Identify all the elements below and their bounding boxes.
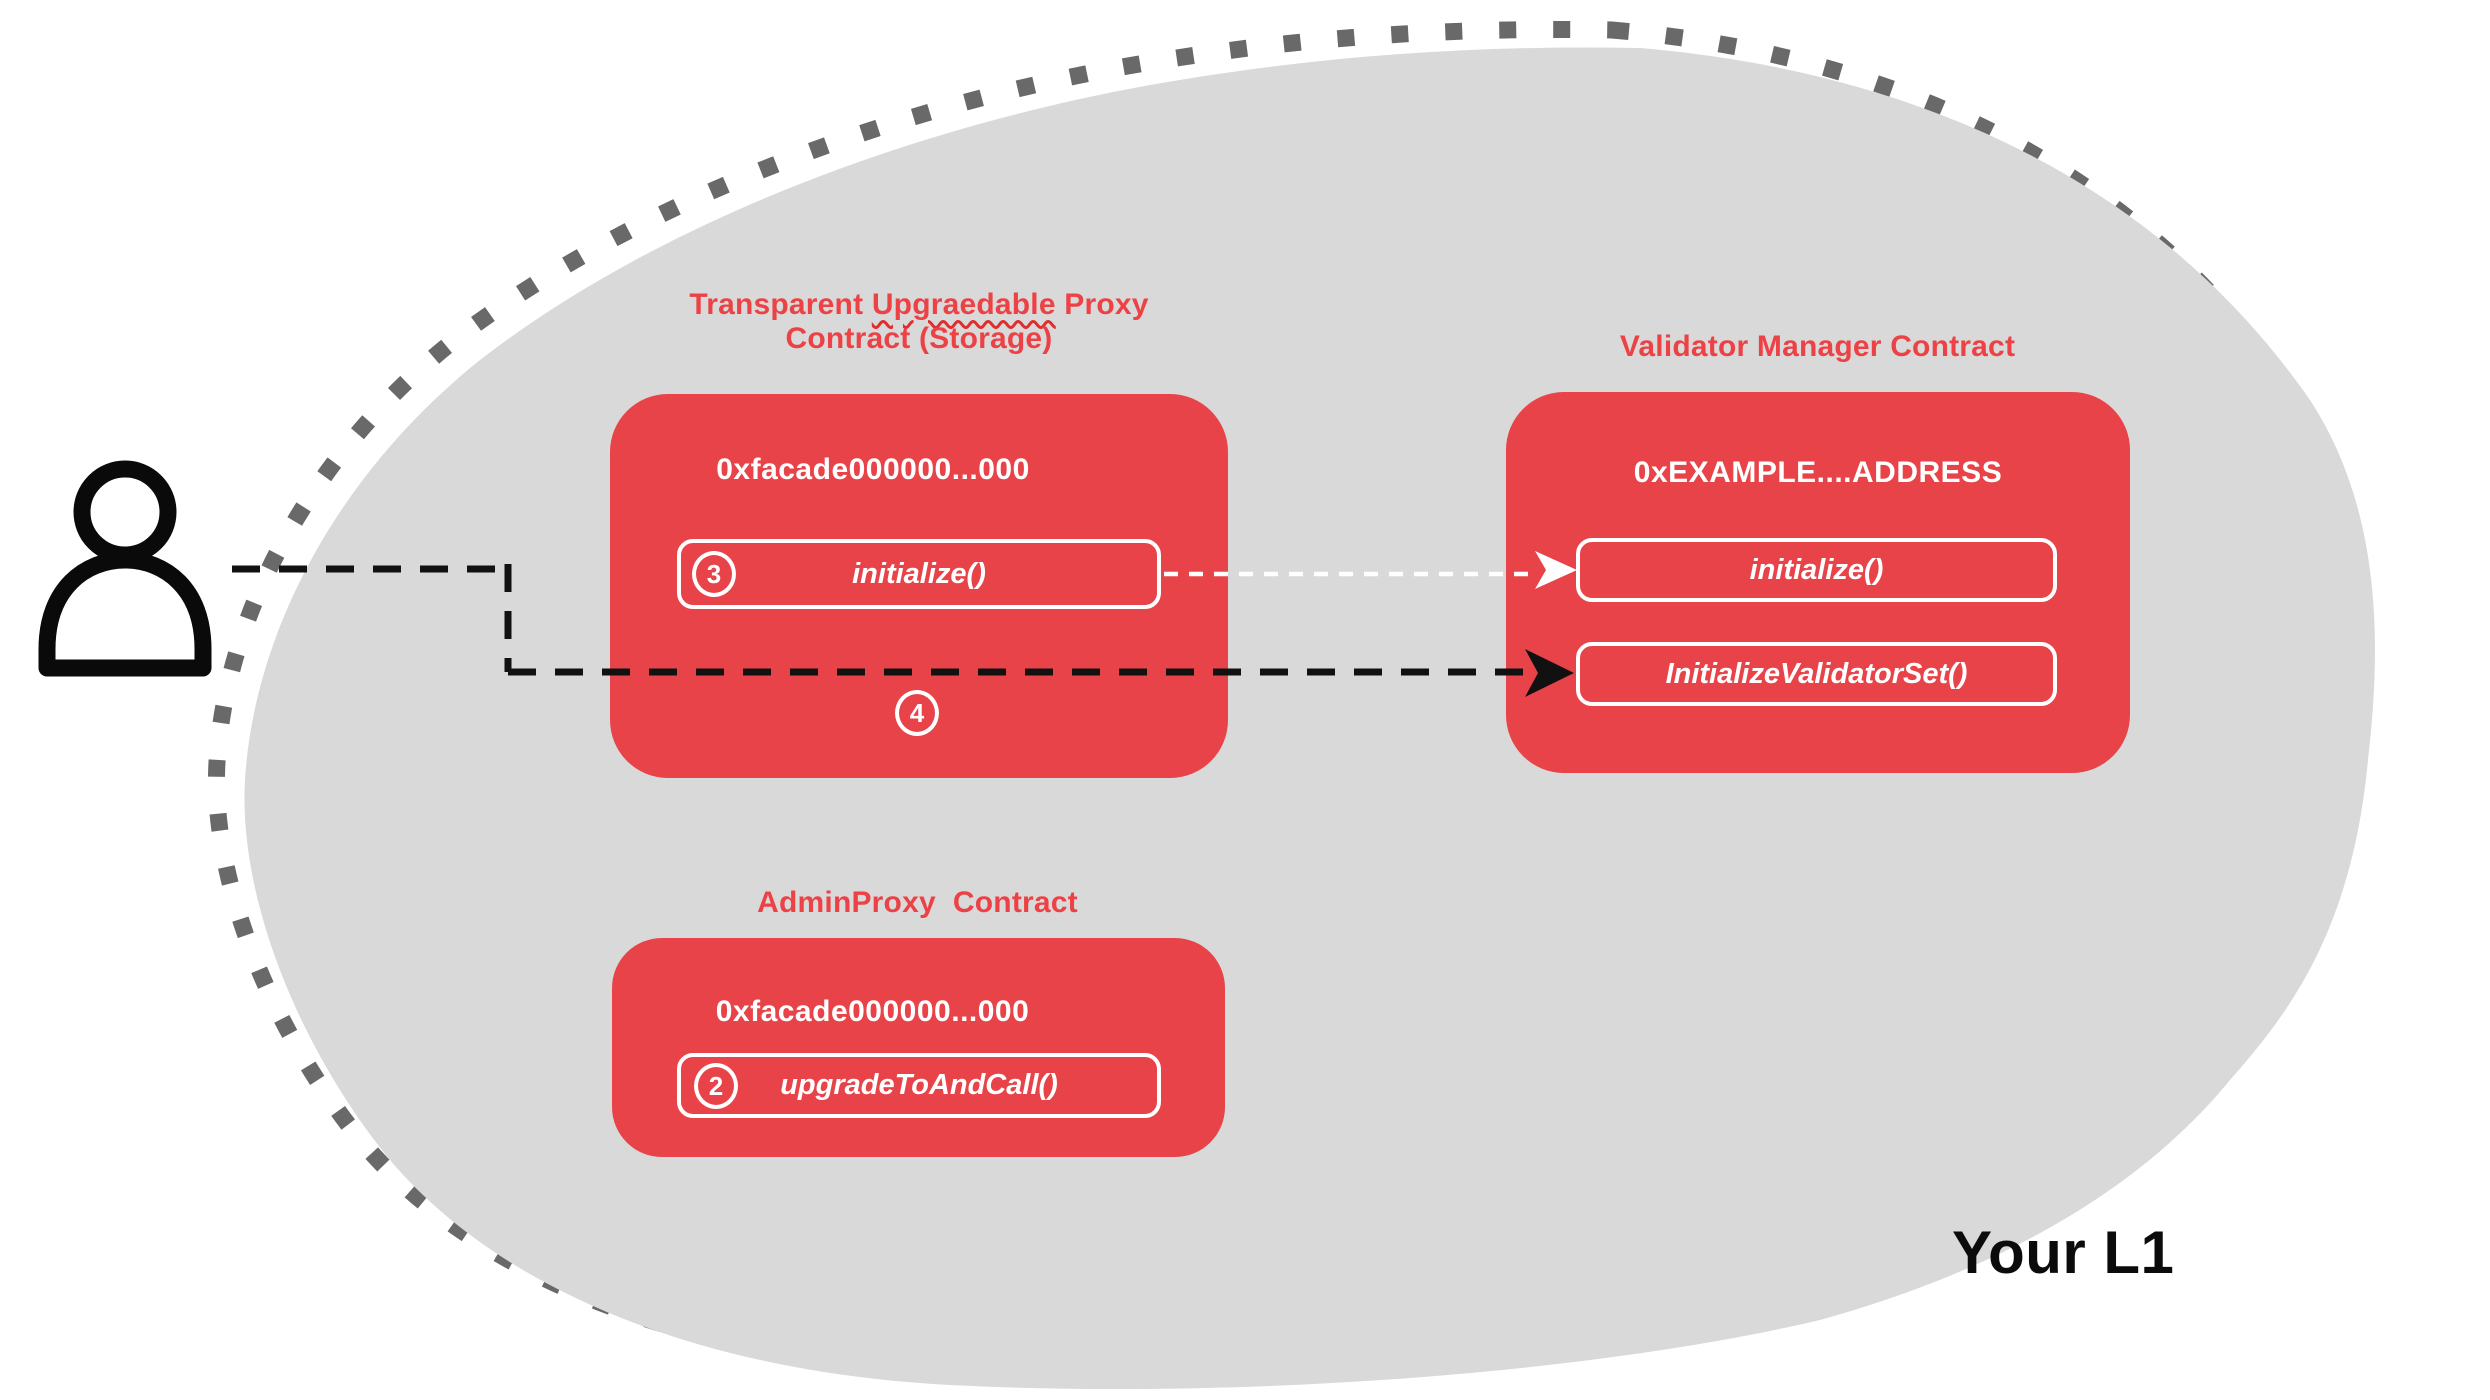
proxy-box-title: Transparent Upgraedable Proxy Contract (…: [609, 288, 1229, 356]
proxy-contract-address: 0xfacade000000...000: [716, 453, 1030, 486]
proxy-title-line2: Contract (Storage): [785, 322, 1053, 355]
proxy-title-part: Proxy: [1055, 288, 1149, 321]
validator-initialize-button: initialize(): [1576, 538, 2057, 602]
validator-initialize-validator-set-button: InitializeValidatorSet(): [1576, 642, 2057, 706]
admin-proxy-box: 0xfacade000000...000 upgradeToAndCall() …: [612, 938, 1225, 1157]
proxy-title-misspelled: Upgraedable: [871, 288, 1056, 321]
step-2-badge: 2: [694, 1063, 738, 1109]
validator-contract-address: 0xEXAMPLE....ADDRESS: [1633, 456, 2003, 489]
admin-proxy-box-title: AdminProxy Contract: [757, 886, 1078, 919]
validator-manager-box: 0xEXAMPLE....ADDRESS initialize() Initia…: [1506, 392, 2130, 773]
proxy-initialize-button: initialize() 3: [677, 539, 1161, 609]
proxy-title-part: Transparent: [689, 288, 872, 321]
proxy-contract-box: 0xfacade000000...000 initialize() 3 4: [610, 394, 1228, 778]
validator-initialize-label: initialize(): [1749, 554, 1884, 586]
validator-initialize-validator-set-label: InitializeValidatorSet(): [1665, 658, 1968, 690]
upgrade-to-and-call-button: upgradeToAndCall() 2: [677, 1053, 1161, 1118]
person-icon: [38, 460, 212, 677]
proxy-initialize-label: initialize(): [852, 558, 986, 590]
step-4-badge: 4: [895, 690, 939, 736]
upgrade-to-and-call-label: upgradeToAndCall(): [780, 1069, 1058, 1101]
validator-box-title: Validator Manager Contract: [1619, 330, 2016, 363]
admin-proxy-address: 0xfacade000000...000: [715, 995, 1030, 1028]
your-l1-label: Your L1: [1952, 1219, 2175, 1286]
step-3-badge: 3: [692, 551, 736, 597]
